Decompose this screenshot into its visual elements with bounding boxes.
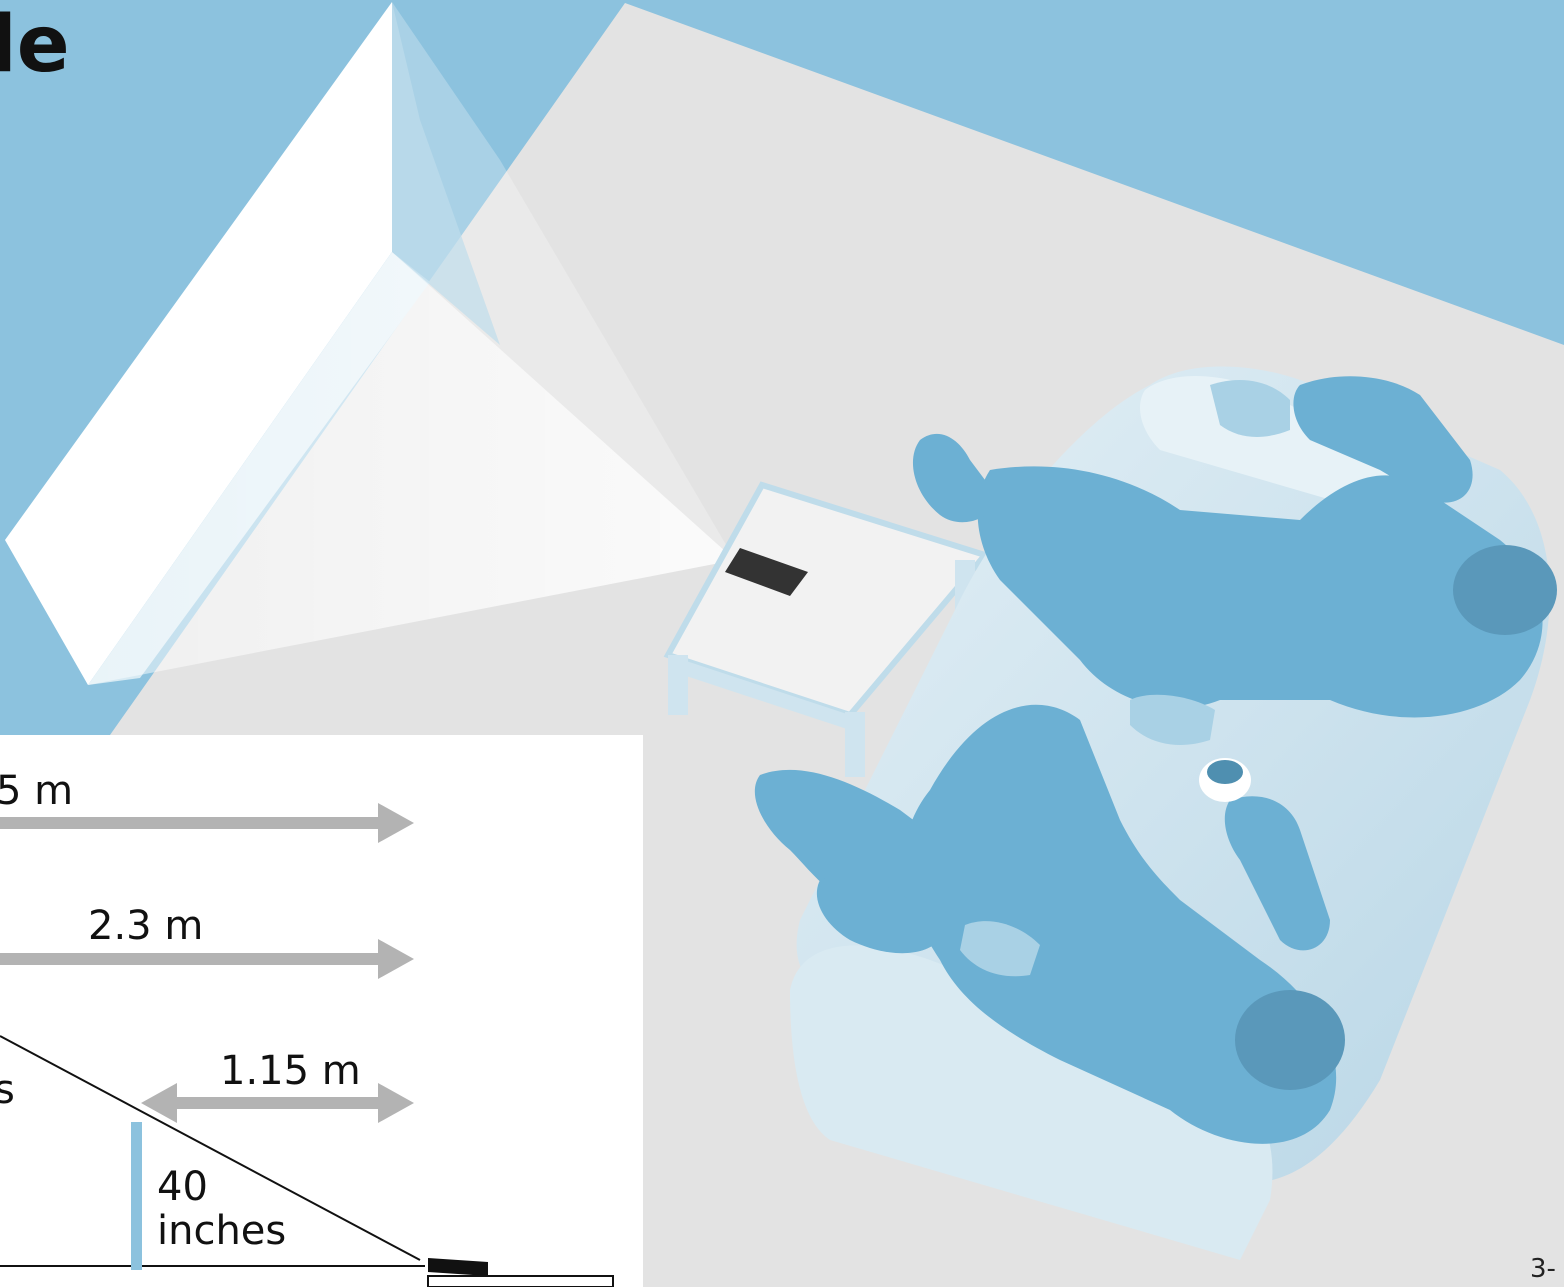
head-upper <box>1453 545 1557 635</box>
distance-label-1-15m: 1.15 m <box>220 1051 361 1091</box>
mug <box>1199 758 1251 802</box>
arrow-23m-shaft <box>0 953 385 965</box>
head-lower <box>1235 990 1345 1090</box>
arrow-5m-shaft <box>0 817 385 829</box>
distance-label-5m: 5 m <box>0 771 73 811</box>
page-title: le <box>0 6 70 84</box>
screen-size-value: 40 <box>157 1167 208 1207</box>
page-number: 3- <box>1530 1254 1556 1284</box>
arrow-115m-shaft <box>170 1097 385 1109</box>
partial-label: s <box>0 1070 15 1110</box>
diagram-table <box>428 1276 613 1287</box>
distance-label-2-3m: 2.3 m <box>88 906 203 946</box>
screen-height-bar <box>131 1122 142 1270</box>
screen-size-unit: inches <box>157 1211 286 1251</box>
